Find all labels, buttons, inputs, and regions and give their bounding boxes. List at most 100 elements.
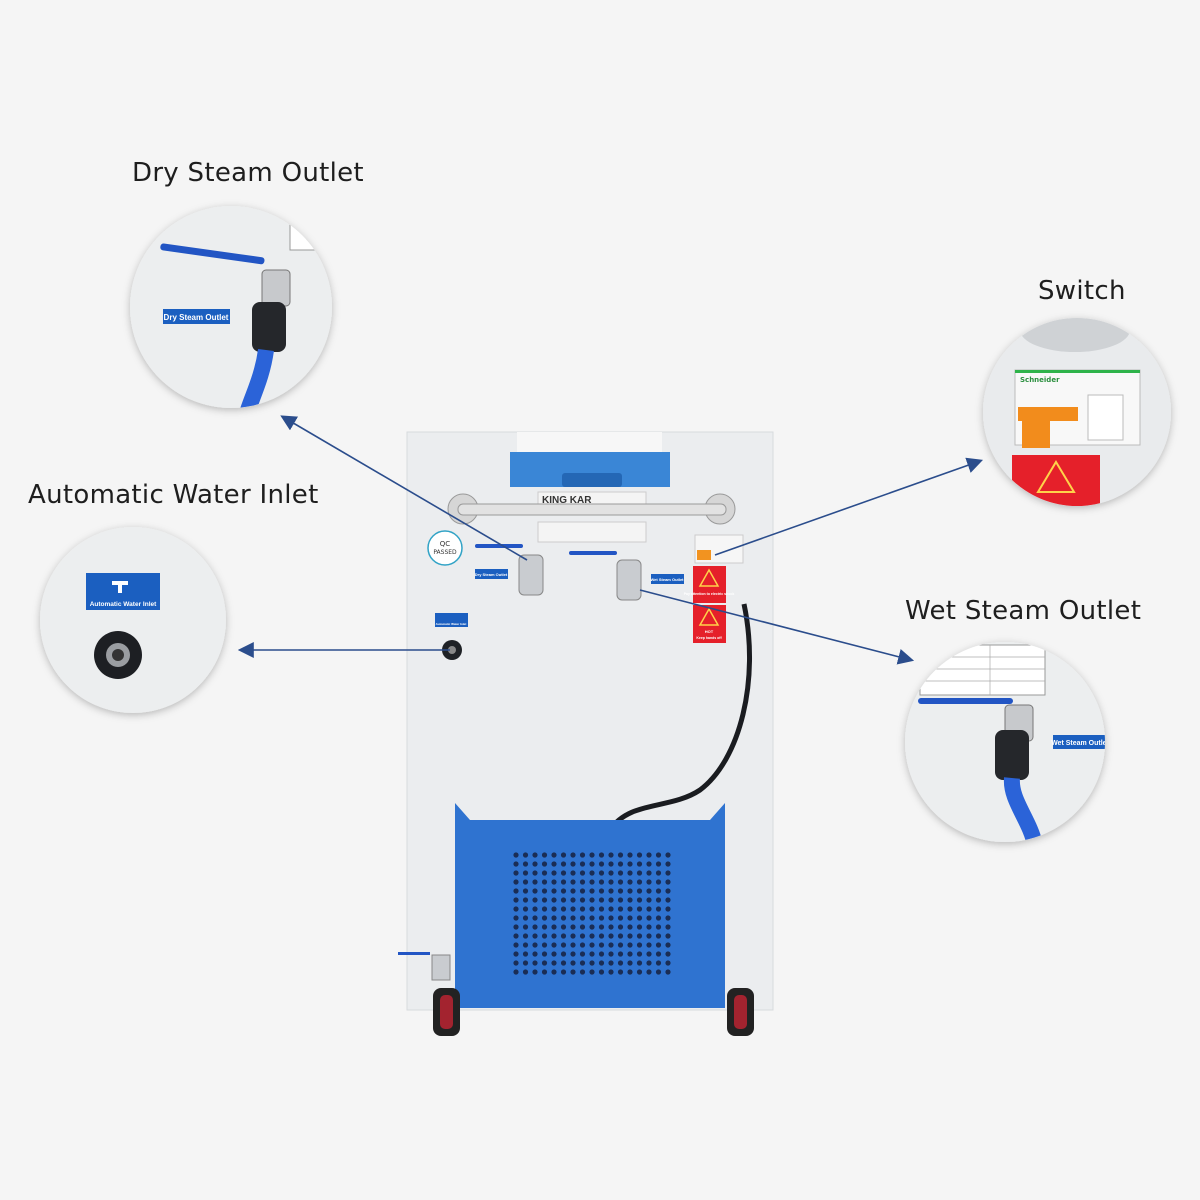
vent-hole [646,861,652,867]
vent-hole [598,861,605,867]
qc-badge-text-2: PASSED [433,549,457,556]
vent-hole [579,879,586,885]
vent-hole [617,861,624,867]
vent-hole [532,870,538,876]
steam-machine: KING KAR QC PASSED Dry Steam Outlet Wet … [398,431,774,1036]
vent-hole [579,897,586,903]
vent-hole [579,852,586,858]
vent-hole [551,915,557,921]
wet-valve [616,559,642,601]
vent-hole [617,942,624,948]
vent-hole [617,906,624,912]
arrow-dry-steam [280,415,528,561]
vent-hole [513,942,519,948]
vent-hole [570,870,576,876]
handle-bar [447,493,736,525]
vent-hole [551,852,557,858]
svg-text:Pay attention to electric shoc: Pay attention to electric shock [684,592,735,596]
vent-hole [570,861,576,867]
vent-hole [532,969,538,975]
vent-hole [598,915,605,921]
vent-hole [655,933,662,939]
vent-hole [646,915,652,921]
vent-hole [541,933,548,939]
vent-hole [541,897,548,903]
vent-hole [665,888,671,894]
vent-hole [617,924,624,930]
sticker-inlet: Automatic Water Inlet [436,622,467,626]
vent-hole [522,969,529,975]
arrow-switch [714,457,984,556]
vent-hole [541,924,548,930]
vent-hole [665,933,671,939]
vent-hole [608,951,614,957]
vent-hole [522,870,529,876]
vent-hole [608,852,614,858]
vent-hole [551,888,557,894]
vent-hole [636,870,643,876]
sticker-wet: Wet Steam Outlet [650,577,684,582]
vent-hole [598,969,605,975]
vent-hole [541,870,548,876]
vent-hole [513,915,519,921]
vent-hole [598,852,605,858]
vent-hole [551,879,557,885]
vent-hole [541,852,548,858]
arrow-wet-steam [639,589,915,665]
vent-hole [589,933,595,939]
vent-hole [589,870,595,876]
vent-hole [646,960,652,966]
vent-hole [589,879,595,885]
vent-hole [655,951,662,957]
vent-hole [627,888,633,894]
label-switch: Switch [1038,276,1126,306]
vent-hole [617,969,624,975]
vent-hole [589,861,595,867]
vent-hole [627,852,633,858]
vent-hole [570,915,576,921]
vent-hole [532,888,538,894]
vent-hole [589,951,595,957]
vent-hole [513,933,519,939]
vent-hole [646,951,652,957]
vent-hole [589,906,595,912]
vent-hole [665,969,671,975]
vent-hole [646,879,652,885]
vent-hole [570,924,576,930]
vent-hole [522,888,529,894]
vent-hole [636,960,643,966]
vent-hole [560,852,567,858]
vent-hole [608,942,614,948]
vent-hole [627,933,633,939]
detail-dry-steam-outlet: Dry Steam Outlet [130,206,332,408]
vent-hole [617,870,624,876]
vent-hole [646,969,652,975]
vent-hole [617,852,624,858]
qc-badge-text: QC [440,540,451,548]
vent-hole [522,879,529,885]
vent-hole [636,942,643,948]
vent-hole [513,969,519,975]
vent-hole [636,969,643,975]
vent-hole [636,888,643,894]
vent-hole [627,870,633,876]
vent-hole [589,924,595,930]
vent-hole [646,924,652,930]
vent-hole [551,870,557,876]
vent-hole [598,942,605,948]
vent-hole [579,870,586,876]
label-wet-steam-outlet: Wet Steam Outlet [905,596,1142,626]
vent-hole [541,861,548,867]
vent-hole [570,942,576,948]
vent-hole [579,915,586,921]
vent-hole [589,897,595,903]
vent-hole [513,888,519,894]
vent-hole [570,888,576,894]
vent-hole [589,969,595,975]
vent-hole [513,870,519,876]
vent-hole [655,897,662,903]
vent-hole [646,897,652,903]
vent-hole [570,969,576,975]
vent-hole [636,852,643,858]
